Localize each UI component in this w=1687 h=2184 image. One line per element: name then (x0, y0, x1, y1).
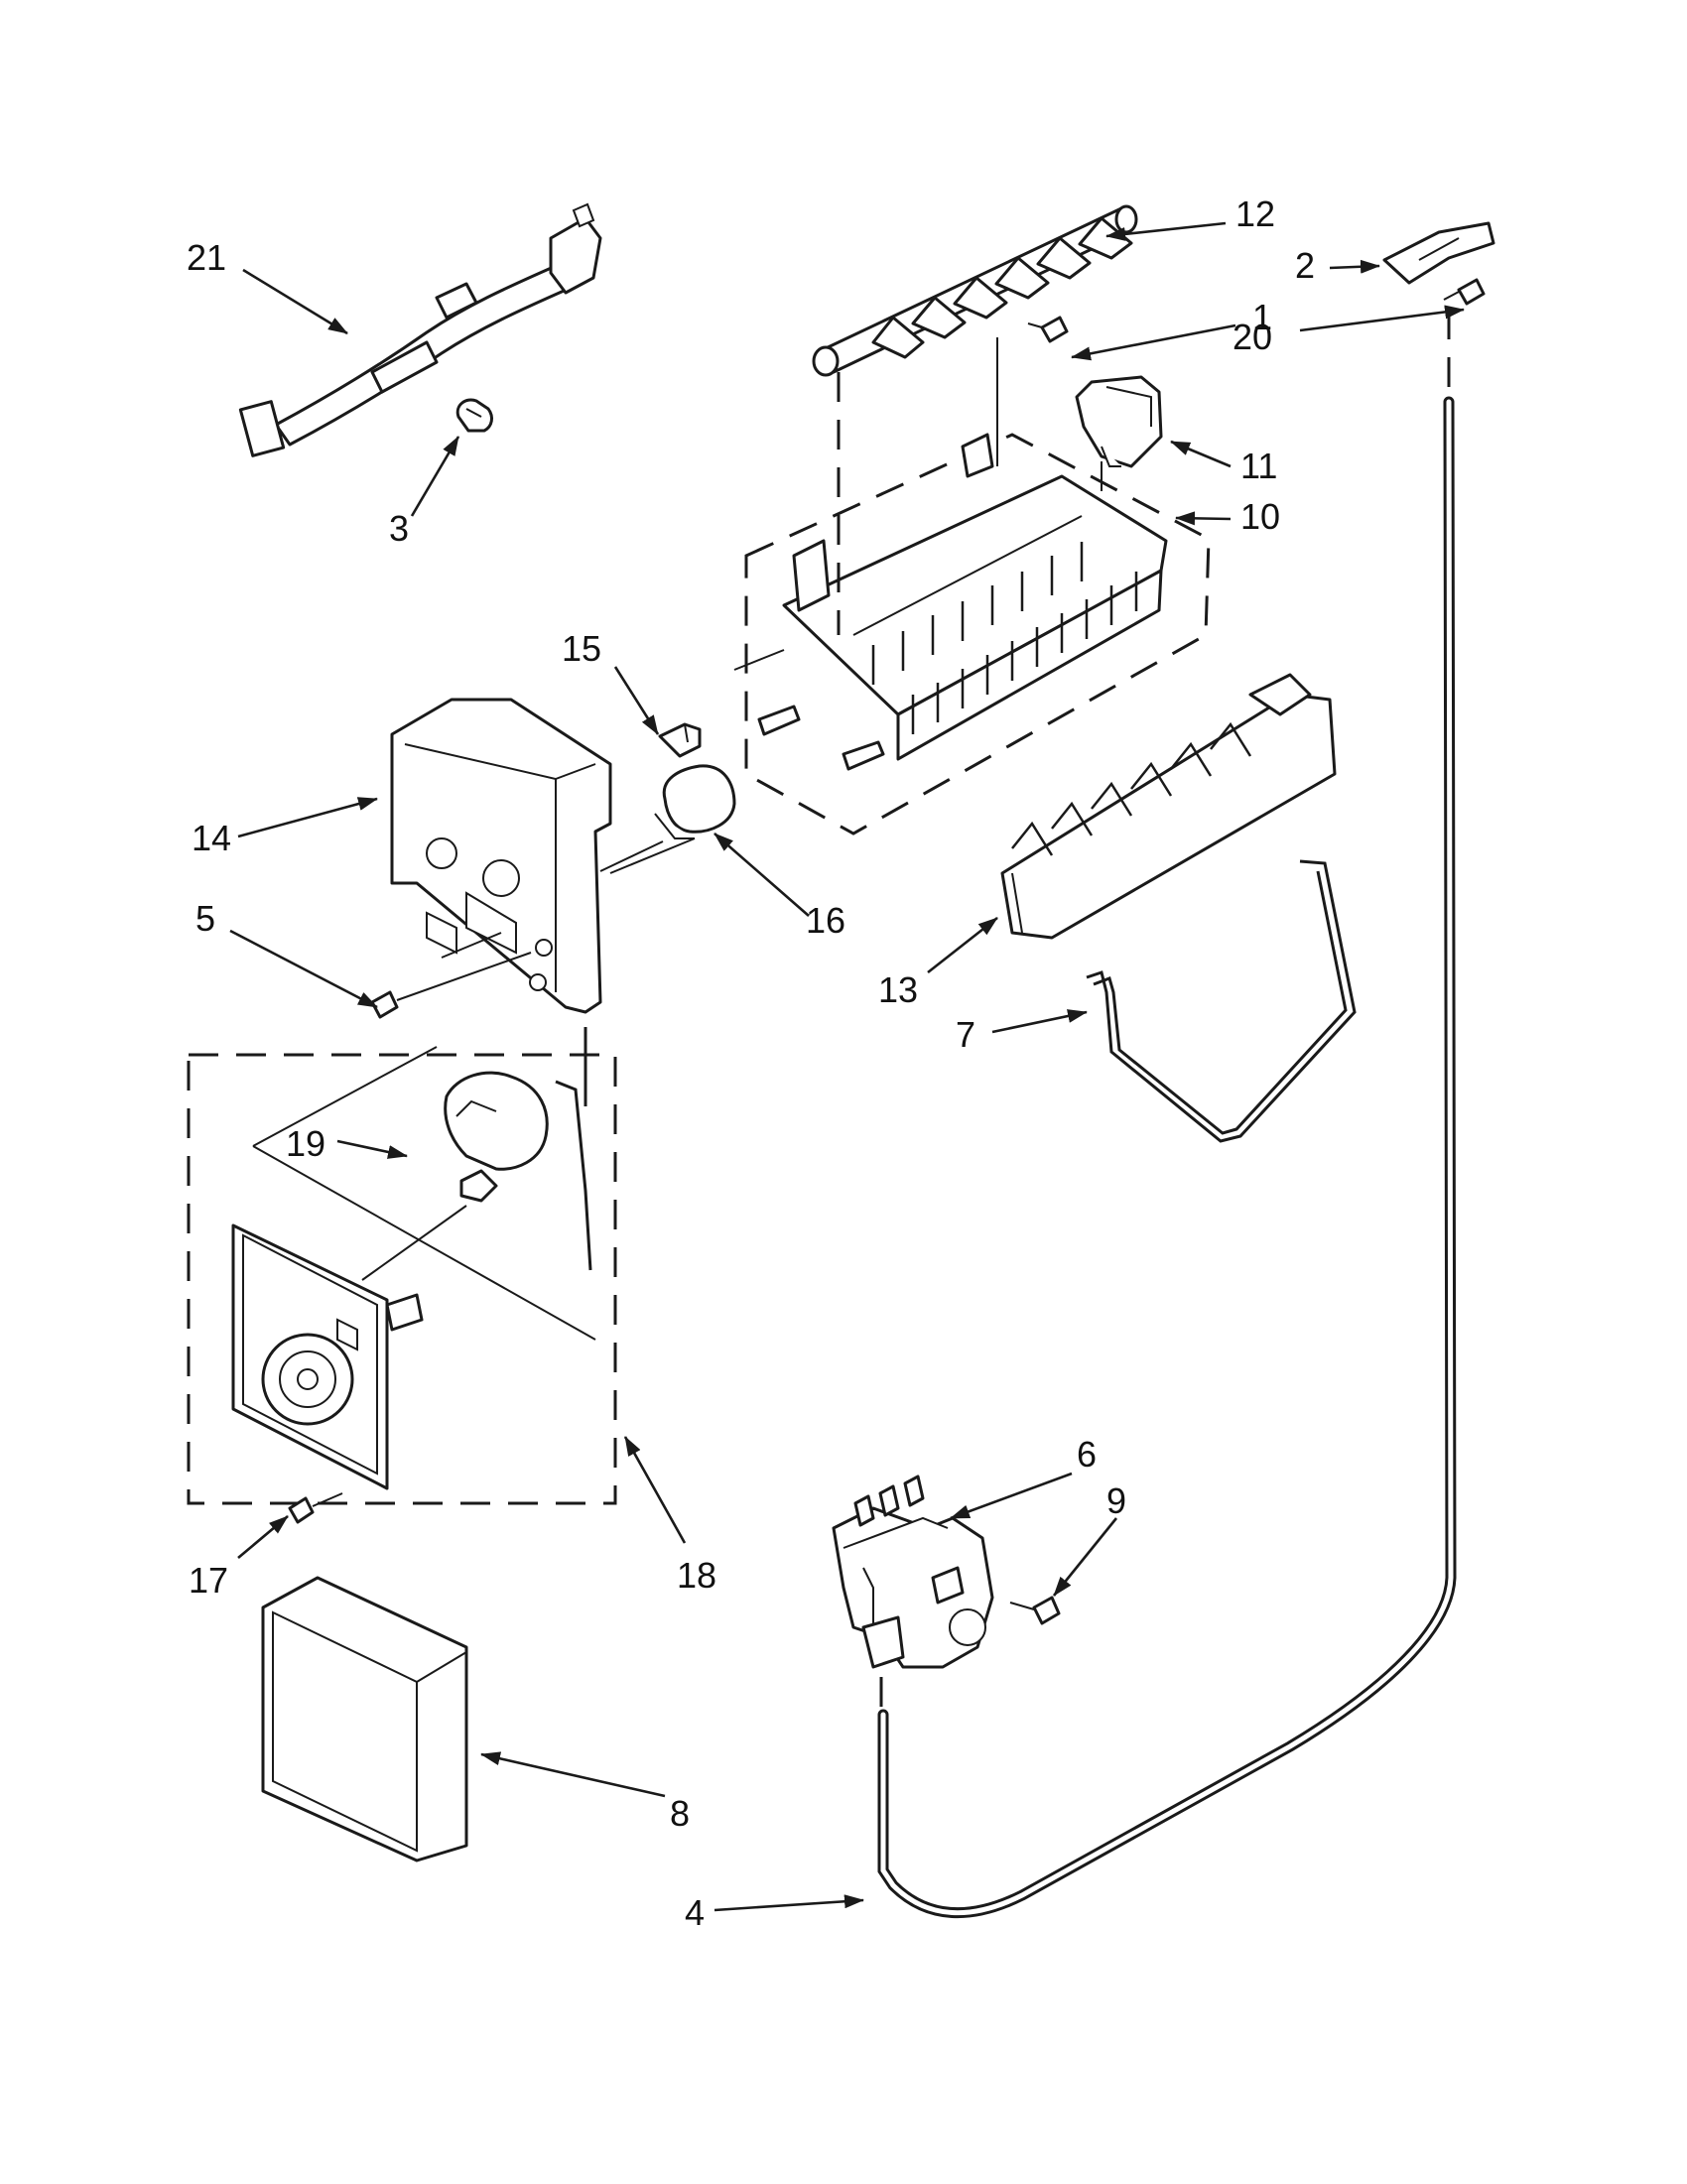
callout-16: 16 (806, 900, 845, 941)
part-12-ejector-shaft (812, 204, 1138, 377)
alignment-lines (837, 337, 1103, 635)
part-3-clip (455, 398, 493, 433)
part-18-module-box (187, 1046, 617, 1505)
part-2-bracket (1382, 221, 1495, 285)
callout-labels: 21 3 12 2 1 20 11 10 15 14 16 5 13 7 19 … (187, 193, 1315, 1933)
callout-18: 18 (677, 1555, 716, 1596)
callout-9: 9 (1106, 1480, 1126, 1521)
callout-2: 2 (1295, 245, 1315, 286)
callout-20: 20 (1233, 317, 1272, 357)
part-14-housing (390, 698, 696, 1014)
callout-19: 19 (286, 1123, 325, 1164)
part-10-ice-mold (733, 433, 1211, 835)
callout-1: 1 (1252, 297, 1272, 337)
part-6-water-valve (832, 1475, 994, 1669)
callout-3: 3 (389, 508, 409, 549)
part-9-screw (1009, 1596, 1061, 1625)
part-21-wire-harness (238, 202, 602, 457)
callout-7: 7 (956, 1014, 975, 1055)
callout-11: 11 (1240, 446, 1277, 486)
callout-13: 13 (878, 969, 918, 1010)
part-15-clip (658, 722, 702, 758)
part-18-module-plate (231, 1223, 424, 1490)
part-17-screw (288, 1492, 343, 1524)
part-8-cover (261, 1576, 468, 1863)
callout-8: 8 (670, 1793, 690, 1834)
callout-4: 4 (685, 1892, 705, 1933)
leader-lines (229, 221, 1465, 1912)
part-16-thermostat (599, 764, 736, 872)
part-4-water-tube (877, 310, 1457, 1919)
part-1-screw (1027, 316, 1069, 343)
part-11-fill-cup (1075, 375, 1163, 468)
callout-6: 6 (1077, 1434, 1097, 1475)
callout-21: 21 (187, 237, 226, 278)
callout-15: 15 (562, 628, 601, 669)
part-7-shutoff-arm (1086, 859, 1357, 1143)
callout-17: 17 (189, 1560, 228, 1601)
callout-14: 14 (192, 818, 231, 858)
callout-10: 10 (1240, 496, 1280, 537)
callout-12: 12 (1235, 193, 1275, 234)
part-13-ice-stripper (1000, 673, 1337, 940)
part-19-motor (361, 1027, 592, 1281)
part-20-screw (1443, 278, 1486, 306)
callout-5: 5 (195, 898, 215, 939)
part-5-screw (370, 952, 532, 1019)
